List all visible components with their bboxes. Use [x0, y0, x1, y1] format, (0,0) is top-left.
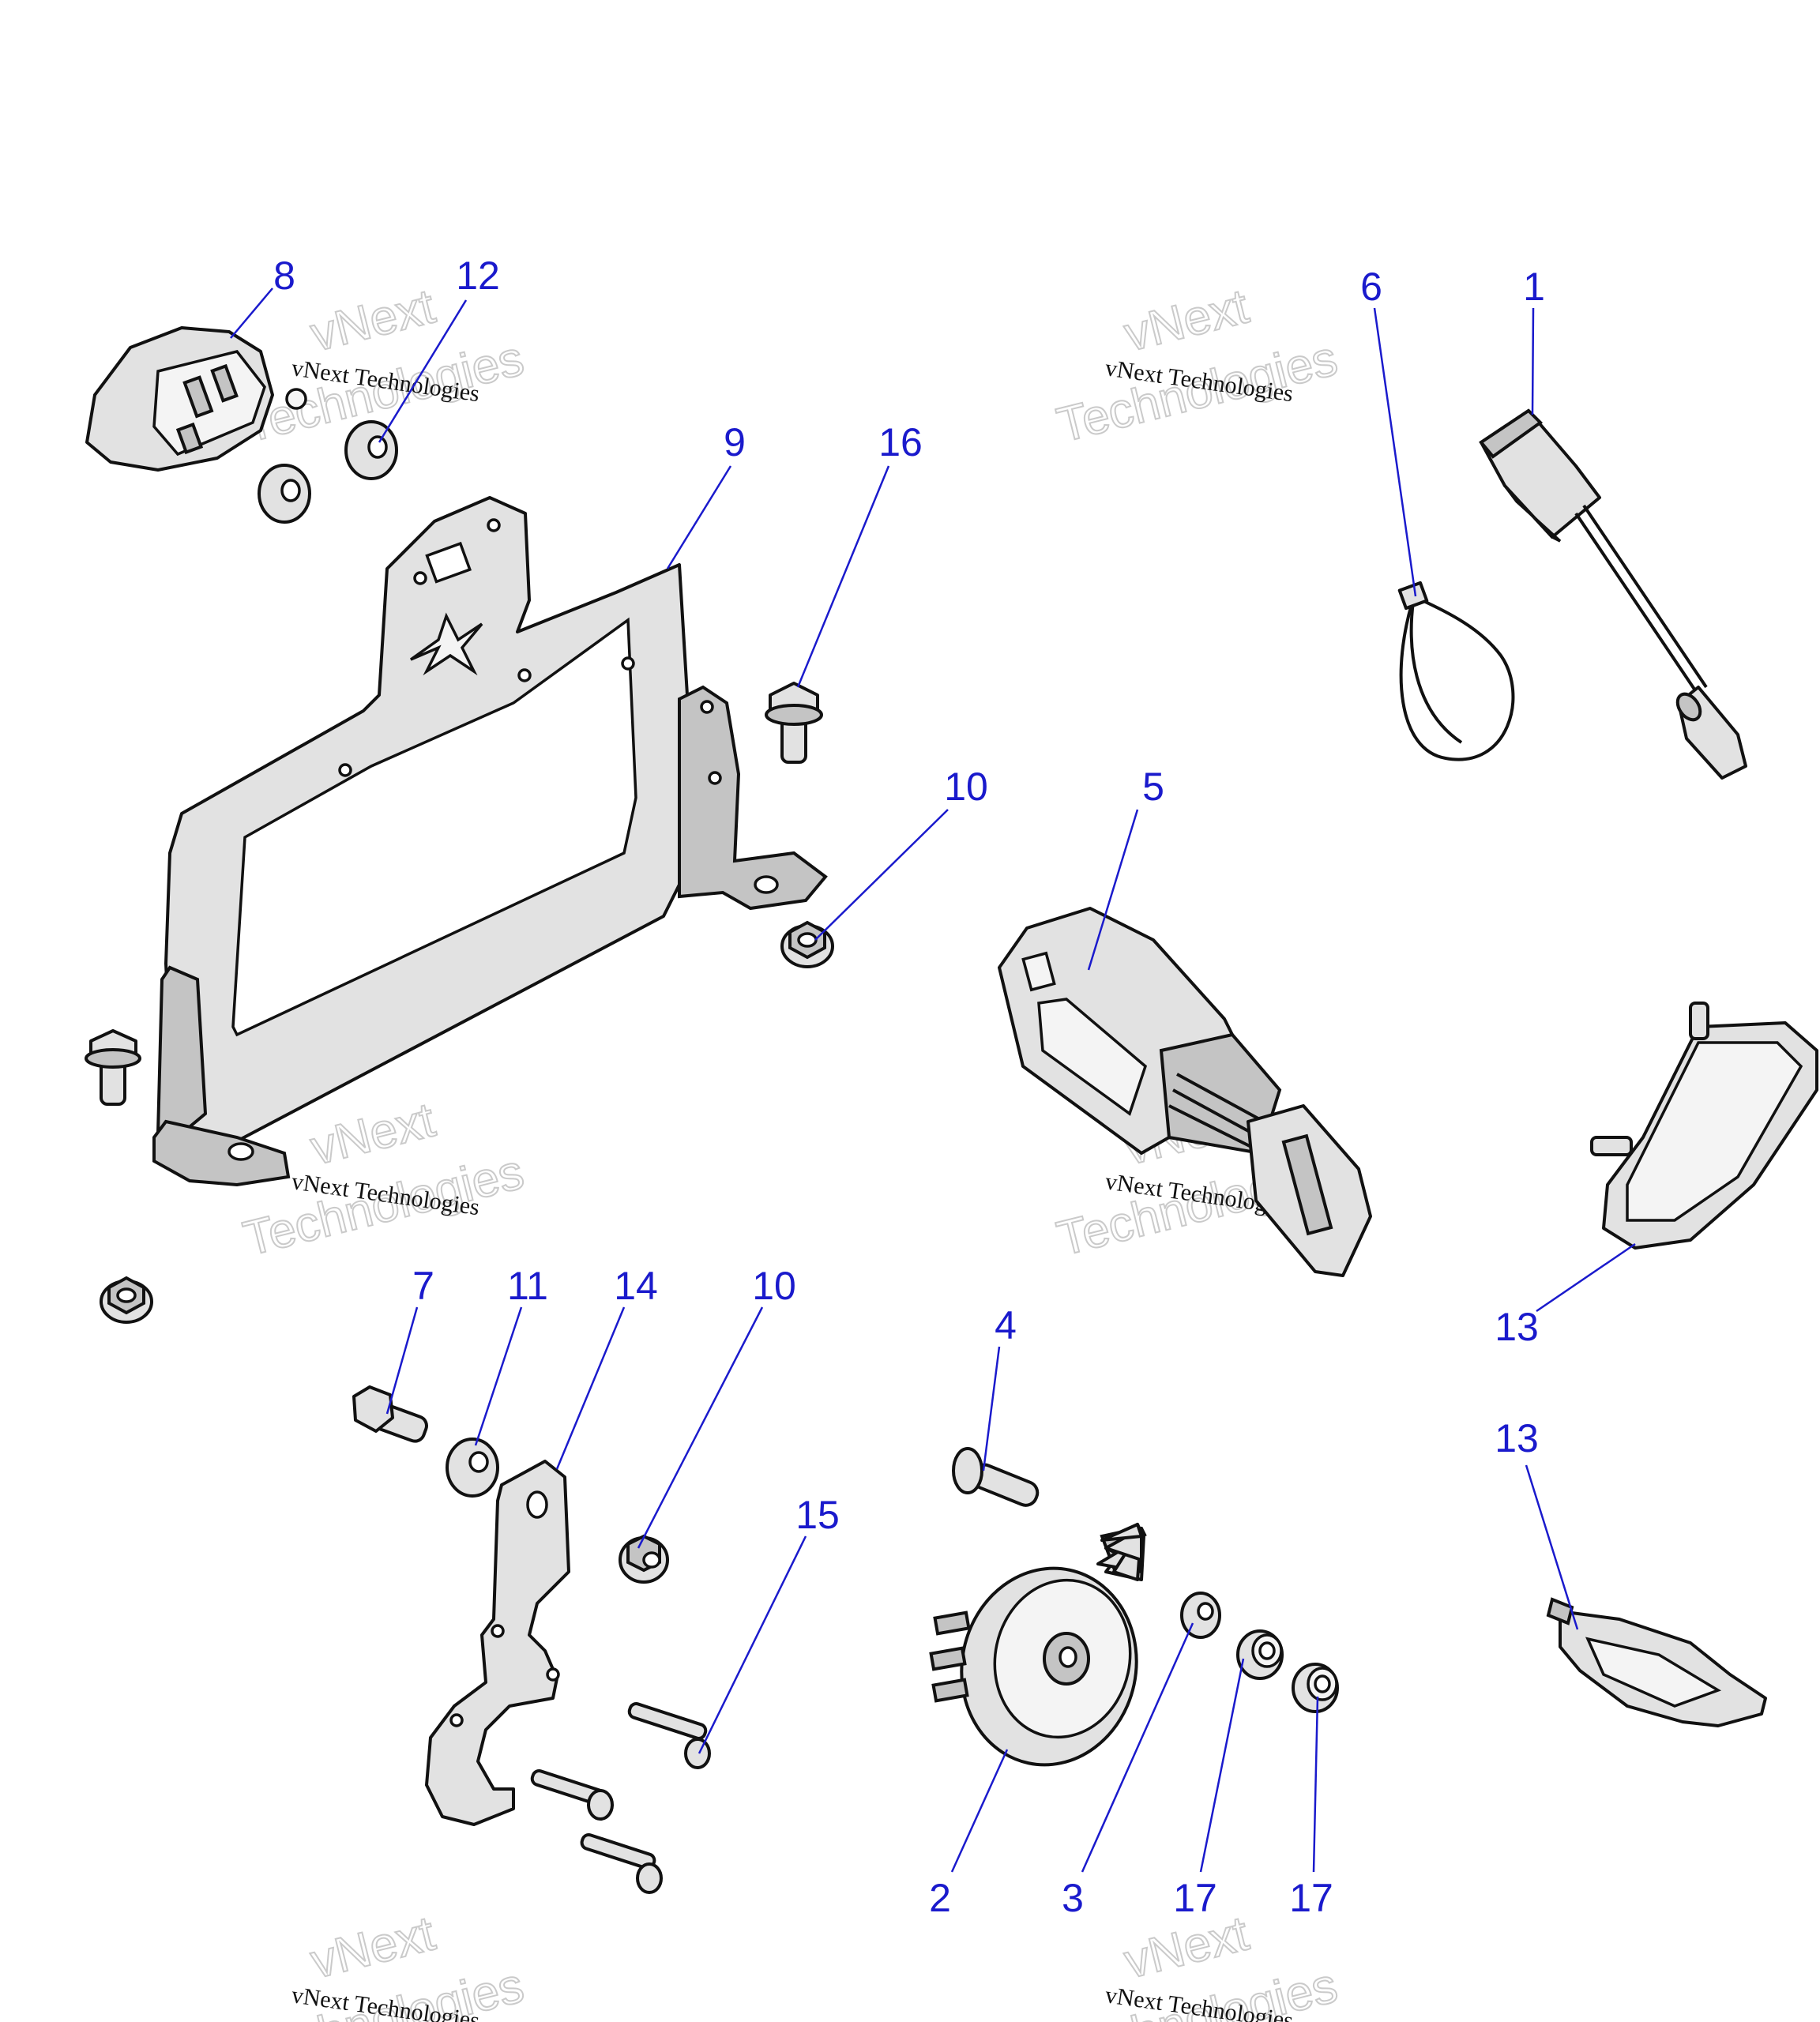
part-nut-left	[100, 1276, 153, 1324]
part-12-grommet-second	[258, 464, 311, 524]
part-11-washer	[446, 1438, 499, 1498]
leader-lines	[230, 288, 1636, 1873]
callout-labels: 1 2 3 4 5 6 7 8 9 10 10 11 12 13 13 14 1…	[273, 254, 1545, 1920]
callout-5: 5	[1142, 765, 1164, 809]
callout-16: 16	[878, 420, 923, 464]
callout-10a: 10	[944, 765, 988, 809]
leader-10a	[814, 809, 949, 941]
callout-3: 3	[1062, 1876, 1084, 1920]
leader-7	[385, 1306, 419, 1415]
callout-12: 12	[456, 254, 500, 298]
part-16-bolt	[765, 682, 823, 764]
part-7-bolt	[352, 1385, 428, 1443]
callout-9: 9	[724, 420, 746, 464]
part-6-cable-tie	[1397, 581, 1515, 761]
part-5-control-module	[998, 907, 1372, 1277]
part-1-sensor	[1479, 408, 1747, 780]
leader-14	[555, 1306, 626, 1470]
part-13-lamp-large	[1590, 1002, 1818, 1250]
watermark-big-line1: vNext	[1119, 279, 1254, 362]
part-4-pin	[952, 1447, 1040, 1507]
callout-13a: 13	[1495, 1305, 1539, 1349]
callout-6: 6	[1360, 265, 1382, 309]
watermark-top-right: vNext Technologies vNext Technologies	[1051, 278, 1344, 453]
callout-8: 8	[273, 254, 295, 298]
leader-12	[378, 299, 468, 443]
leader-10b	[637, 1306, 764, 1549]
callout-11: 11	[507, 1264, 548, 1308]
callout-15: 15	[795, 1493, 840, 1537]
callout-13b: 13	[1495, 1416, 1539, 1460]
callout-4: 4	[995, 1303, 1017, 1347]
leader-13a	[1536, 1242, 1636, 1313]
part-15-screw-second	[530, 1769, 614, 1821]
leader-8	[230, 288, 273, 339]
part-3-washer	[1180, 1592, 1221, 1639]
part-17-spacer	[1236, 1629, 1284, 1680]
part-17-spacer-second	[1292, 1663, 1339, 1713]
callout-10b: 10	[752, 1264, 796, 1308]
leader-17a	[1199, 1658, 1245, 1873]
part-bolt-left	[85, 1029, 141, 1106]
callout-14: 14	[614, 1264, 658, 1308]
watermark-bottom-left: vNext Technologies vNext Technologies	[238, 1905, 530, 2022]
leader-1	[1531, 307, 1535, 415]
leader-16	[796, 465, 890, 688]
leader-4	[982, 1346, 1001, 1471]
part-14-bracket	[425, 1460, 570, 1826]
callout-2: 2	[929, 1876, 951, 1920]
part-10-nut-second	[619, 1534, 669, 1584]
leader-11	[474, 1306, 523, 1446]
part-2-horn	[929, 1523, 1147, 1767]
part-15-screw-third	[580, 1832, 663, 1894]
part-8-lamp-housing	[85, 326, 307, 472]
leader-13b	[1525, 1464, 1579, 1630]
part-9-plate-bracket	[152, 496, 828, 1187]
callout-17b: 17	[1289, 1876, 1333, 1920]
part-13-lamp-small	[1546, 1597, 1767, 1727]
watermark-bottom-right: vNext Technologies vNext Technologies	[1051, 1905, 1344, 2022]
callout-1: 1	[1523, 265, 1545, 309]
part-15-screw	[627, 1702, 711, 1769]
leader-5	[1087, 809, 1139, 971]
leader-15	[698, 1535, 807, 1754]
watermark-big-line1: vNext	[306, 1906, 440, 1989]
leader-2	[950, 1749, 1009, 1873]
leader-6	[1373, 307, 1417, 597]
part-12-grommet	[344, 420, 398, 480]
leader-17b	[1312, 1696, 1319, 1873]
callout-17a: 17	[1173, 1876, 1217, 1920]
leader-9	[666, 465, 732, 569]
watermark-big-line1: vNext	[306, 279, 440, 362]
watermark-big-line1: vNext	[306, 1092, 440, 1175]
callout-7: 7	[412, 1264, 434, 1308]
leader-3	[1081, 1622, 1194, 1873]
